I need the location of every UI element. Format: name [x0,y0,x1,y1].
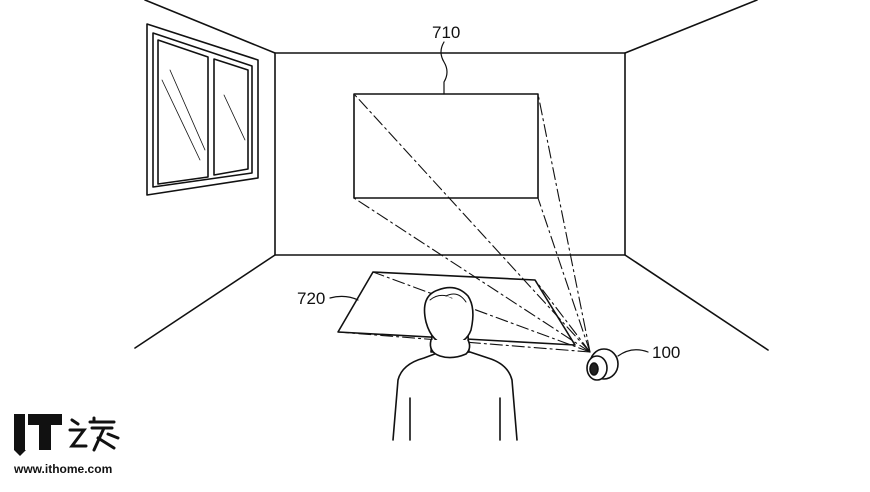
ithome-url: www.ithome.com [14,462,113,476]
projector-device [586,348,619,381]
ithome-logo [14,412,134,456]
leader-720 [329,295,359,301]
ithome-watermark: www.ithome.com [14,412,134,484]
window [146,23,259,196]
projection-screen [353,93,539,199]
room-outline [134,0,769,351]
label-720: 720 [297,289,325,308]
leader-710 [440,41,448,95]
label-710: 710 [432,23,460,42]
person-figure [392,286,518,441]
label-100: 100 [652,343,680,362]
leader-100 [617,349,649,357]
floor-projection [337,271,576,346]
